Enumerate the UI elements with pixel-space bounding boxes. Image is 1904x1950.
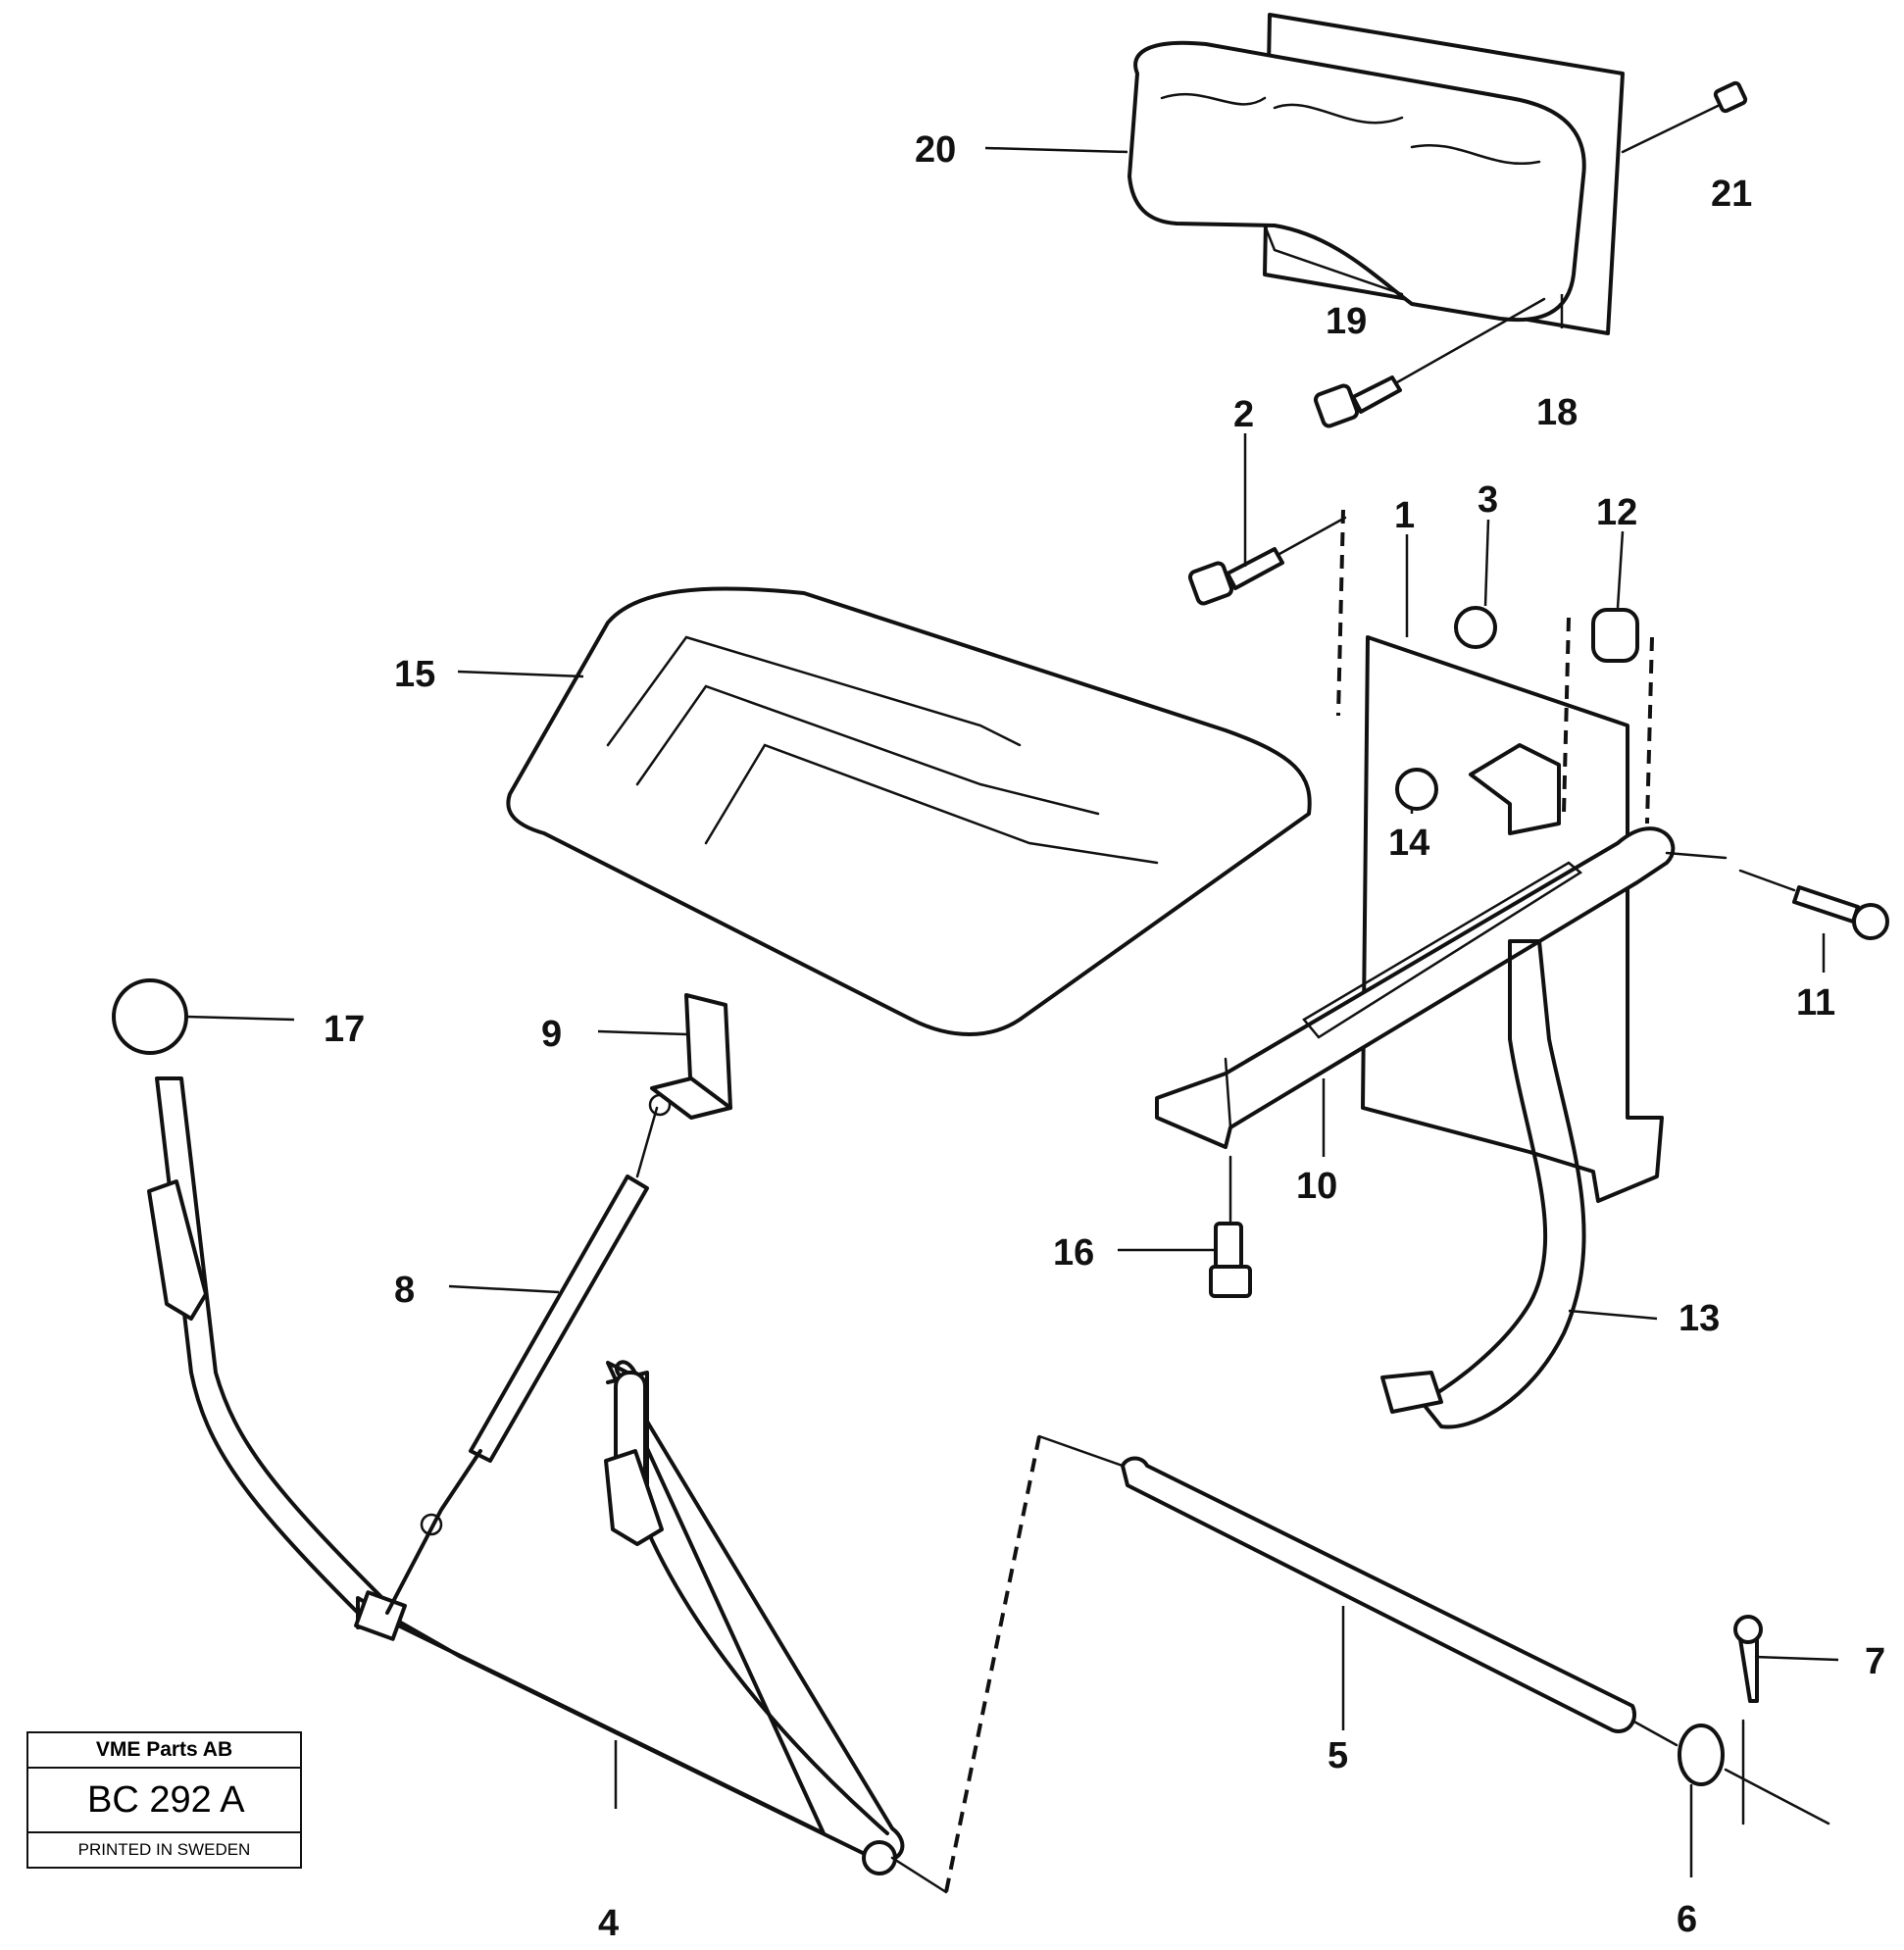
leader-lines (185, 146, 1839, 1877)
bolt-2 (1187, 516, 1347, 606)
seat-belt-13 (1380, 939, 1586, 1429)
washer-3 (1454, 606, 1497, 649)
callout-12: 12 (1596, 492, 1637, 533)
callout-9: 9 (541, 1014, 562, 1055)
knob-17 (112, 978, 188, 1055)
cotter-pin-7 (1733, 1615, 1763, 1825)
hinge-10 (1155, 826, 1676, 1149)
lever-assembly-4 (112, 978, 905, 1875)
callout-21: 21 (1711, 174, 1752, 215)
title-block-drawing-number: BC 292 A (28, 1769, 300, 1833)
backrest-assembly (1127, 13, 1625, 335)
callout-14: 14 (1388, 823, 1429, 864)
callout-7: 7 (1865, 1641, 1885, 1682)
callout-15: 15 (394, 654, 435, 695)
bracket-plate (1361, 635, 1664, 1203)
callout-10: 10 (1296, 1166, 1337, 1207)
callout-8: 8 (394, 1270, 415, 1311)
bolt-11 (1738, 869, 1889, 940)
callout-19: 19 (1326, 301, 1367, 342)
callout-16: 16 (1053, 1232, 1094, 1274)
washer-6 (1630, 1719, 1830, 1825)
callout-1: 1 (1394, 495, 1415, 536)
backrest-cushion (1127, 40, 1586, 323)
seat-cushion-15 (506, 586, 1312, 1036)
bracket-9 (650, 993, 732, 1120)
callouts: 20 21 19 18 2 1 3 12 15 14 11 17 9 10 16… (324, 129, 1885, 1944)
spacer-12 (1591, 608, 1639, 663)
callout-6: 6 (1677, 1899, 1697, 1940)
title-block-footer: PRINTED IN SWEDEN (77, 1840, 251, 1859)
callout-3: 3 (1478, 479, 1498, 521)
spring-8 (385, 1093, 672, 1615)
callout-17: 17 (324, 1009, 365, 1050)
callout-20: 20 (915, 129, 956, 171)
nut-14 (1395, 768, 1438, 811)
callout-5: 5 (1328, 1735, 1348, 1776)
shaft-5 (890, 1434, 1636, 1894)
callout-13: 13 (1679, 1298, 1720, 1339)
title-block-company: VME Parts AB (28, 1733, 300, 1769)
title-block: VME Parts AB BC 292 A PRINTED IN SWEDEN (26, 1731, 302, 1869)
bolt-19 (1313, 297, 1546, 428)
callout-18: 18 (1536, 392, 1578, 433)
bracket-assembly (1155, 509, 1728, 1203)
bolt-16 (1209, 1155, 1252, 1298)
callout-11: 11 (1796, 982, 1835, 1024)
callout-2: 2 (1233, 394, 1254, 435)
callout-4: 4 (598, 1903, 619, 1944)
bolt-21 (1621, 80, 1748, 154)
